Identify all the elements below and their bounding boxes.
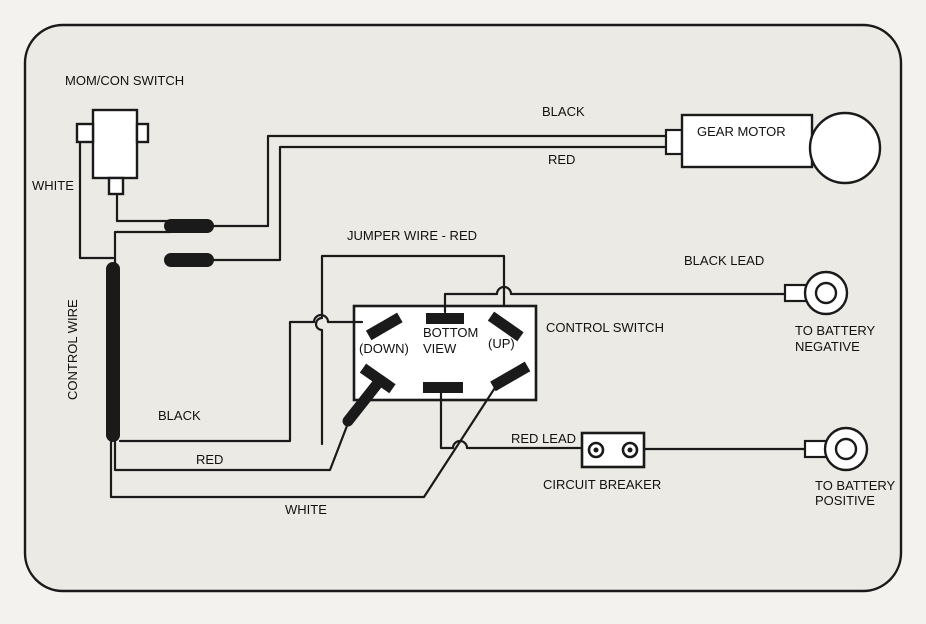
- battery-positive-label-2: POSITIVE: [815, 493, 875, 508]
- black-bottom-label: BLACK: [158, 408, 201, 423]
- switch-output-wire: [115, 192, 172, 223]
- six-terminal-switch-icon: [352, 304, 538, 402]
- motor-icon: [664, 111, 882, 185]
- ring-terminal-icon: [783, 270, 849, 316]
- control-wire-label: CONTROL WIRE: [65, 299, 80, 400]
- red-bottom-label: RED: [196, 452, 223, 467]
- red-wire-motor: [212, 145, 668, 262]
- gear-motor: GEAR MOTOR: [664, 111, 882, 185]
- black-lead-label: BLACK LEAD: [684, 253, 764, 268]
- rocker-switch-icon: [75, 108, 150, 196]
- red-lead-wire: [439, 391, 584, 450]
- gear-motor-label: GEAR MOTOR: [697, 124, 786, 139]
- battery-negative-terminal: TO BATTERY NEGATIVE: [783, 270, 876, 354]
- black-top-label: BLACK: [542, 104, 585, 119]
- control-switch: BOTTOM VIEW (DOWN) (UP) CONTROL SWITCH: [352, 304, 664, 402]
- switch-view-label: VIEW: [423, 341, 457, 356]
- black-wire-motor: [212, 134, 668, 228]
- red-lead-label: RED LEAD: [511, 431, 576, 446]
- butt-connector-icon: [164, 253, 214, 267]
- black-wire-switch: [118, 313, 364, 443]
- switch-down-label: (DOWN): [359, 341, 409, 356]
- mom-con-switch: MOM/CON SWITCH: [65, 73, 184, 196]
- battery-negative-label-1: TO BATTERY: [795, 323, 876, 338]
- switch-bottom-label: BOTTOM: [423, 325, 478, 340]
- battery-positive-label-1: TO BATTERY: [815, 478, 896, 493]
- black-lead-wire: [443, 285, 787, 314]
- red-top-label: RED: [548, 152, 575, 167]
- white-bottom-label: WHITE: [285, 502, 327, 517]
- red-wire-switch: [113, 416, 352, 472]
- ring-terminal-icon: [803, 426, 869, 472]
- battery-positive-terminal: TO BATTERY POSITIVE: [803, 426, 896, 508]
- control-wire-bundle: [106, 262, 120, 442]
- switch-return-wire: [113, 230, 172, 266]
- mom-con-switch-label: MOM/CON SWITCH: [65, 73, 184, 88]
- switch-up-label: (UP): [488, 336, 515, 351]
- circuit-breaker: CIRCUIT BREAKER: [543, 431, 661, 492]
- jumper-wire-red: [314, 254, 506, 446]
- circuit-breaker-label: CIRCUIT BREAKER: [543, 477, 661, 492]
- white-top-label: WHITE: [32, 178, 74, 193]
- control-switch-label: CONTROL SWITCH: [546, 320, 664, 335]
- circuit-breaker-icon: [580, 431, 646, 469]
- white-wire-top: [78, 140, 115, 260]
- red-wire-boot: [342, 377, 384, 427]
- battery-negative-label-2: NEGATIVE: [795, 339, 860, 354]
- white-wire-switch: [109, 378, 502, 499]
- butt-connector-icon: [164, 219, 214, 233]
- jumper-wire-label: JUMPER WIRE - RED: [347, 228, 477, 243]
